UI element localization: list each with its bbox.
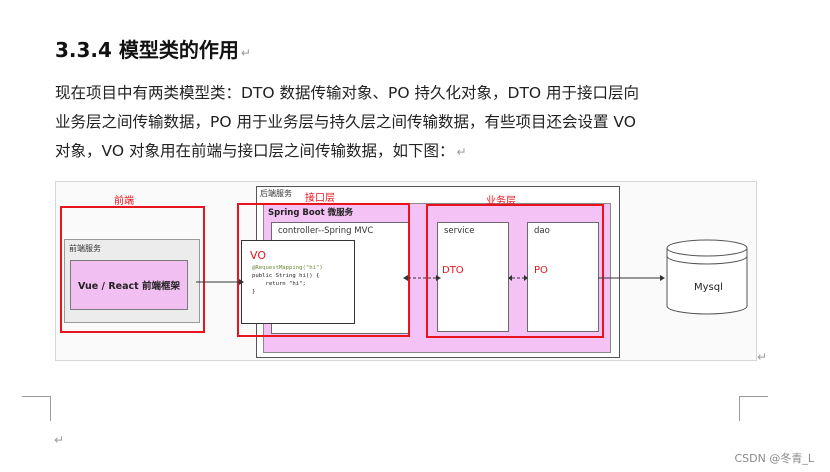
paragraph-mark: ↵ (456, 145, 467, 159)
dao-box: dao PO (527, 222, 599, 332)
paragraph-line-1: 现在项目中有两类模型类：DTO 数据传输对象、PO 持久化对象，DTO 用于接口… (55, 84, 640, 102)
interface-layer-red-box (237, 203, 410, 337)
code-line-2: public String hi() { (252, 273, 320, 279)
connector-arrows (196, 239, 748, 315)
paragraph-line-2: 业务层之间传输数据，PO 用于业务层与持久层之间传输数据，有些项目还会设置 VO (55, 113, 636, 131)
vo-label: VO (250, 249, 266, 262)
vue-react-box: Vue / React 前端框架 (70, 260, 188, 310)
service-box: service DTO (437, 222, 509, 332)
spring-boot-label: Spring Boot 微服务 (268, 208, 354, 218)
database-cylinder-icon (666, 239, 748, 315)
arrowhead-icon (660, 275, 665, 281)
watermark: CSDN @冬青_L (734, 452, 815, 465)
arrowhead-icon (524, 275, 528, 281)
frontend-red-box (60, 206, 205, 333)
db-label: Mysql (694, 282, 723, 293)
paragraph-line-3: 对象，VO 对象用在前端与接口层之间传输数据，如下图：↵ (55, 137, 755, 167)
vo-code-card: VO @RequestMapping("hi") public String h… (241, 240, 355, 324)
code-line-4: } (252, 289, 256, 295)
heading-text: 3.3.4 模型类的作用 (55, 38, 239, 62)
arrowhead-icon (436, 275, 441, 281)
section-heading: 3.3.4 模型类的作用↵ (55, 34, 251, 63)
po-label: PO (534, 265, 548, 276)
architecture-diagram: 前端 前端服务 Vue / React 前端框架 后端服务 Spring Boo… (55, 181, 757, 361)
arrowhead-icon (239, 279, 244, 285)
code-line-1: @RequestMapping("hi") (252, 265, 323, 271)
dto-label: DTO (442, 265, 464, 276)
arrowhead-icon (403, 275, 408, 281)
page-corner-mark (22, 396, 51, 421)
dao-label: dao (534, 226, 550, 236)
controller-label: controller--Spring MVC (278, 226, 374, 236)
arrowhead-icon (508, 275, 512, 281)
business-layer-red-box (426, 204, 604, 338)
code-line-3: return "hi"; (252, 281, 306, 287)
frontend-label: 前端 (114, 196, 134, 207)
paragraph-mark: ↵ (240, 46, 251, 60)
body-paragraph: 现在项目中有两类模型类：DTO 数据传输对象、PO 持久化对象，DTO 用于接口… (55, 79, 755, 167)
interface-layer-label: 接口层 (305, 193, 335, 204)
frontend-service-label: 前端服务 (69, 244, 101, 253)
page-corner-mark (739, 396, 768, 421)
paragraph-line-3-text: 对象，VO 对象用在前端与接口层之间传输数据，如下图： (55, 142, 455, 160)
service-label: service (444, 226, 475, 236)
paragraph-mark: ↵ (54, 433, 65, 447)
backend-service-label: 后端服务 (260, 189, 292, 198)
paragraph-mark: ↵ (757, 350, 768, 364)
business-layer-label: 业务层 (486, 196, 516, 207)
